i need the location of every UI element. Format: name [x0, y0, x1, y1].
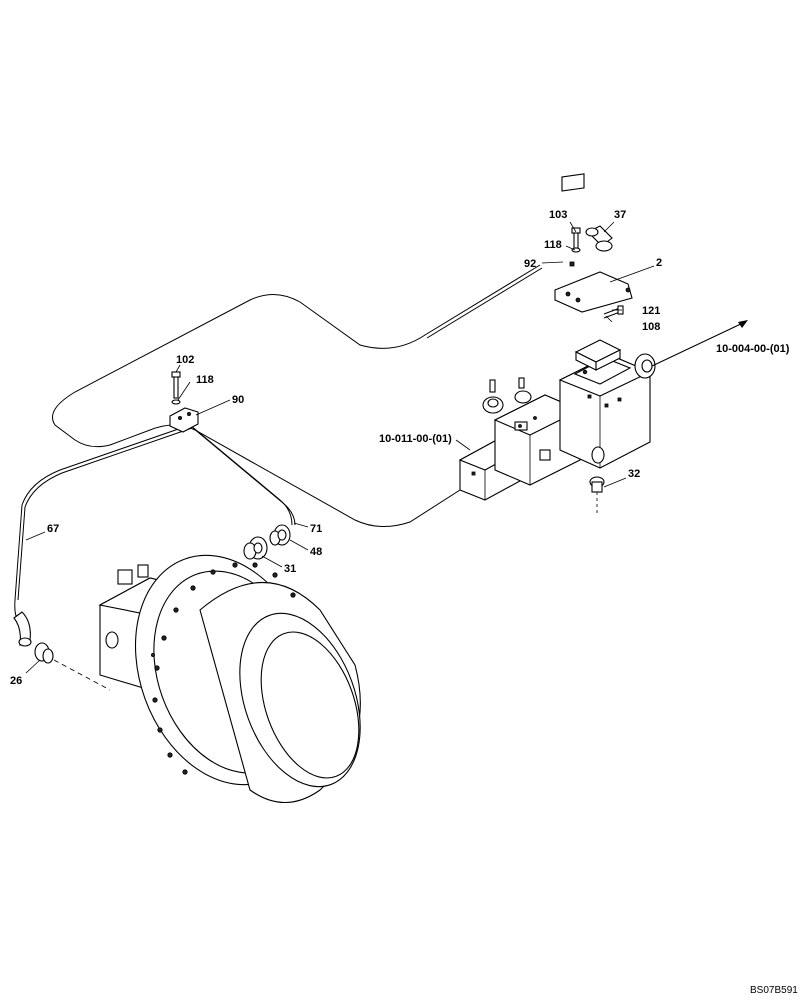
callout-32: 32 — [628, 468, 640, 480]
hose-71 — [189, 424, 293, 526]
callout-labels: 103 37 118 92 2 121 108 102 118 90 32 67… — [10, 209, 798, 996]
callout-31: 31 — [284, 563, 296, 575]
callout-103: 103 — [549, 209, 567, 221]
travel-motor — [98, 554, 361, 803]
callout-90: 90 — [232, 394, 244, 406]
callout-2: 2 — [656, 257, 662, 269]
callout-48: 48 — [310, 546, 322, 558]
callout-26: 26 — [10, 675, 22, 687]
bracket-assembly — [554, 173, 633, 319]
fitting-32 — [589, 476, 605, 515]
hose-upper-loop — [52, 264, 541, 527]
clamp-90-assembly — [169, 371, 199, 433]
hose-lines — [14, 264, 543, 621]
flange-bolt-holes — [150, 562, 296, 775]
fitting-48 — [269, 524, 291, 546]
elbow-fitting — [13, 611, 32, 647]
drawing-code: BS07B591 — [750, 985, 798, 996]
callout-102: 102 — [176, 354, 194, 366]
callout-71: 71 — [310, 523, 322, 535]
callout-92: 92 — [524, 258, 536, 270]
reference-valve: 10-004-00-(01) — [716, 343, 790, 355]
callout-37: 37 — [614, 209, 626, 221]
leader-lines — [25, 221, 655, 674]
bolt-103 — [573, 231, 579, 249]
screw-108 — [603, 305, 624, 319]
fittings — [13, 524, 291, 691]
clamp-92 — [561, 173, 585, 192]
reference-block: 10-011-00-(01) — [379, 433, 452, 445]
reference-arrow — [651, 320, 748, 367]
callout-67: 67 — [47, 523, 59, 535]
callout-118-left: 118 — [196, 374, 214, 386]
bracket-2 — [554, 271, 633, 313]
fitting-26 — [34, 642, 111, 691]
callout-121: 121 — [642, 305, 660, 317]
bolt-102 — [173, 375, 179, 399]
tee-fitting-37 — [585, 225, 613, 252]
callout-108: 108 — [642, 321, 660, 333]
fitting-31 — [243, 536, 268, 560]
callout-118-top: 118 — [544, 239, 562, 251]
control-valve-assembly — [458, 339, 656, 515]
hose-67 — [14, 424, 191, 621]
